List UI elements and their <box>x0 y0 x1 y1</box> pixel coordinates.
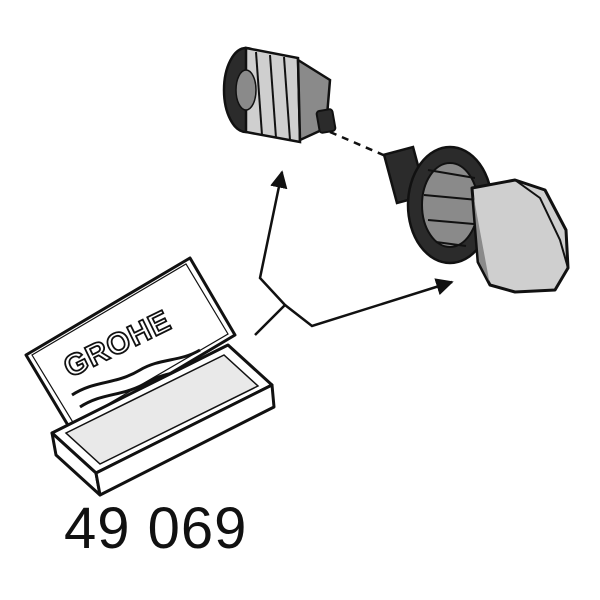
part-number-label: 49 069 <box>64 496 248 561</box>
arrow-icon <box>254 170 288 336</box>
handle-valve-icon <box>382 145 570 294</box>
cartridge-icon <box>222 46 337 144</box>
arrow-icon <box>284 278 454 328</box>
grease-box-icon <box>24 256 276 497</box>
